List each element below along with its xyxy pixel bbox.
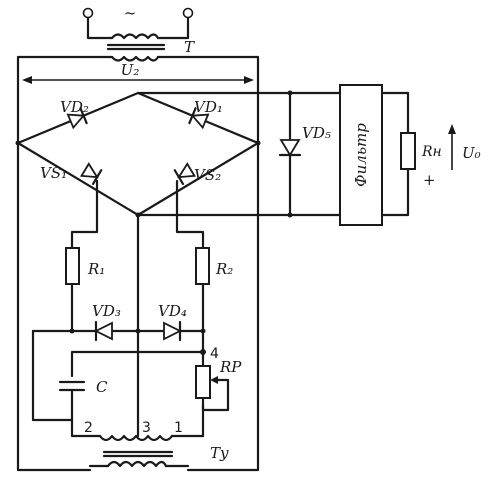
vs2-label: VS₂ — [194, 166, 221, 184]
resistor-r2 — [195, 247, 210, 285]
capacitor-c-label: C — [96, 378, 108, 396]
vs1-label: VS₁ — [40, 164, 67, 182]
vd4-label: VD₄ — [158, 302, 187, 320]
vd1-label: VD₁ — [194, 98, 223, 116]
output-voltage-label: U₀ — [462, 144, 481, 162]
load-label: Rн — [421, 144, 442, 160]
r2-label: R₂ — [215, 260, 233, 278]
secondary-frame — [16, 141, 260, 472]
vd3-label: VD₃ — [92, 302, 121, 320]
u2-label: U₂ — [121, 61, 140, 79]
rp-label: RP — [219, 358, 242, 376]
ctrl-transformer-label: Tу — [210, 444, 229, 462]
potentiometer-rp — [195, 365, 211, 399]
diode-vd3 — [93, 320, 113, 342]
diode-vd4 — [163, 320, 183, 342]
diode-vd2 — [66, 107, 88, 130]
ac-symbol: ~ — [124, 4, 137, 22]
thyristor-vs2 — [173, 162, 196, 186]
vd2-label: VD₂ — [60, 98, 89, 116]
node-4-label: 4 — [210, 346, 219, 362]
u2-voltage-arrow: U₂ — [22, 61, 254, 84]
vd5-label: VD₅ — [302, 124, 331, 142]
plus-sign: + — [423, 171, 436, 189]
load-resistor: Rн + — [400, 91, 442, 217]
primary-winding — [110, 33, 160, 40]
r1-label: R₁ — [87, 260, 105, 278]
ctrl-transformer-winding — [98, 434, 174, 442]
transformer-t: T — [16, 33, 260, 145]
tap-1-label: 1 — [174, 420, 183, 436]
filter-block: Фильтр — [288, 84, 410, 226]
mains-input: ~ — [82, 4, 194, 40]
transformer-t-label: T — [184, 38, 195, 56]
tap-2-label: 2 — [84, 420, 93, 436]
filter-label: Фильтр — [352, 123, 370, 187]
control-circuit: R₁ R₂ VD₃ VD₄ 4 RP — [31, 208, 242, 468]
filter-box — [339, 84, 383, 226]
rectifier-bridge: VD₂ VD₁ VS₁ VS₂ — [15, 91, 292, 218]
resistor-r1 — [65, 247, 80, 285]
mains-terminal-left — [82, 7, 94, 19]
diode-vd5 — [278, 90, 302, 218]
tap-3-label: 3 — [142, 420, 151, 436]
secondary-winding — [110, 55, 160, 62]
mains-terminal-right — [182, 7, 194, 19]
thyristor-vs1 — [80, 162, 103, 186]
output-voltage-arrow: U₀ — [448, 124, 481, 170]
diode-vd1 — [188, 107, 210, 130]
